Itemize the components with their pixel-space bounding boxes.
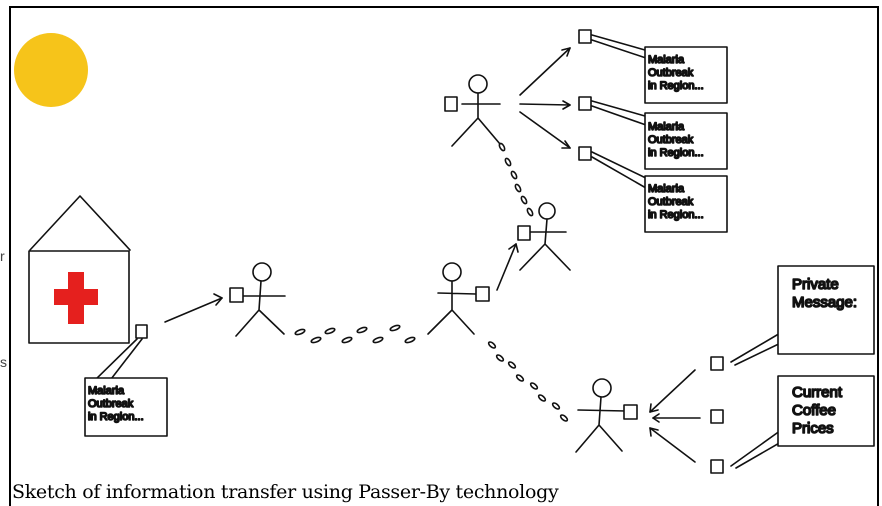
figure-caption: Sketch of information transfer using Pas…	[12, 481, 559, 503]
small-note-mid	[710, 409, 724, 424]
person-2-icon	[427, 262, 490, 335]
arrow-p4-to-note-bottom	[519, 111, 571, 149]
arrowhead	[649, 427, 659, 437]
note-text-line1: Private	[792, 276, 839, 293]
note-text-line1: Malaria	[648, 183, 685, 195]
arrowhead	[562, 100, 571, 110]
small-note-upper	[710, 356, 724, 371]
note-text-line2: Message:	[792, 294, 857, 311]
note-text-line1: Malaria	[648, 121, 685, 133]
note-text-line3: Prices	[792, 420, 834, 437]
note-text-line1: Malaria	[648, 54, 685, 66]
note-private-message: Private Message:	[730, 265, 875, 366]
person-5-icon	[575, 378, 638, 453]
note-text-line2: Outbreak	[648, 134, 694, 146]
note-text-line1: Current	[792, 384, 843, 401]
person-3-icon	[517, 202, 571, 271]
arrow-in-lower	[649, 427, 696, 463]
sun-icon	[14, 33, 88, 107]
note-text-line2: Outbreak	[648, 67, 694, 79]
arrowhead	[649, 403, 659, 413]
arrowhead	[561, 140, 571, 149]
note-text-line3: in Region...	[88, 411, 144, 423]
note-text-line3: in Region...	[648, 209, 704, 221]
footprints-path-3	[487, 341, 569, 422]
note-malaria-hospital: Malaria Outbreak in Region...	[84, 324, 168, 437]
arrow-in-upper	[649, 369, 696, 413]
footprints-path-1	[294, 324, 416, 344]
note-text-line1: Malaria	[88, 385, 125, 397]
note-malaria-1: Malaria Outbreak in Region...	[578, 29, 728, 104]
arrow-hospital-to-p1	[164, 297, 223, 323]
note-text-line2: Outbreak	[88, 398, 134, 410]
arrow-p2-to-p3	[496, 243, 517, 291]
edge-glyph-s: s	[0, 354, 7, 370]
note-malaria-2: Malaria Outbreak in Region...	[578, 96, 728, 170]
note-malaria-3: Malaria Outbreak in Region...	[578, 146, 728, 233]
arrowhead	[652, 413, 660, 423]
note-text-line2: Outbreak	[648, 196, 694, 208]
arrowhead	[213, 293, 223, 306]
person-1-icon	[229, 262, 286, 337]
frame-border	[9, 6, 879, 506]
note-text-line3: in Region...	[648, 80, 704, 92]
note-coffee-prices: Current Coffee Prices	[730, 375, 875, 469]
note-text-line3: in Region...	[648, 147, 704, 159]
arrowhead	[561, 47, 571, 57]
note-text-line2: Coffee	[792, 402, 836, 419]
footprints-path-2	[498, 142, 534, 217]
arrowhead	[508, 243, 519, 253]
edge-glyph-r: r	[0, 248, 5, 264]
hospital-icon	[28, 195, 131, 344]
arrow-p4-to-note-top	[519, 47, 571, 96]
person-4-icon	[444, 74, 501, 147]
arrow-p4-to-note-mid	[519, 103, 571, 106]
small-note-lower	[710, 459, 724, 474]
